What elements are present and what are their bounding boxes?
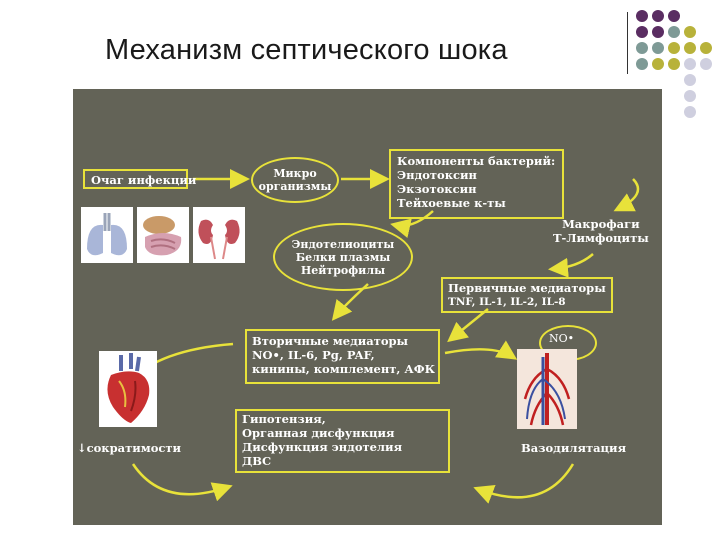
arrow-secondary-to-vessels — [444, 340, 518, 360]
arrow-contractility-to-effects — [131, 463, 233, 502]
decreased-contractility-text: ↓сократимости — [77, 441, 182, 455]
endotoxin-label: Эндотоксин — [397, 168, 477, 182]
lungs-image — [81, 207, 133, 263]
macrophages-label: Макрофаги — [562, 217, 640, 231]
plasma-proteins-label: Белки плазмы — [295, 250, 391, 264]
vasodilation-text: Вазодилятация — [521, 441, 627, 455]
intestines-image — [137, 207, 189, 263]
bacterial-components-title: Компоненты бактерий: — [397, 154, 556, 168]
hypotension-label: Гипотензия, — [242, 412, 326, 426]
secondary-mediators-box: Вторичные медиаторы NO•, IL-6, Pg, PAF, … — [245, 329, 440, 384]
infection-focus-box: Очаг инфекции — [83, 169, 196, 189]
teichoic-acids-label: Тейхоевые к-ты — [397, 196, 506, 210]
microorganisms-line-1: Микро — [273, 167, 317, 180]
primary-mediators-title: Первичные медиаторы — [448, 281, 606, 295]
microorganisms-line-2: организмы — [258, 180, 332, 193]
exotoxin-label: Экзотоксин — [397, 182, 477, 196]
endothelial-dysfunction-label: Дисфункция эндотелия — [242, 440, 403, 454]
title-divider — [627, 12, 628, 74]
arrow-components-to-endothelium — [390, 210, 434, 239]
primary-mediators-box: Первичные медиаторы TNF, IL-1, IL-2, IL-… — [441, 277, 613, 313]
no-label: NO• — [549, 332, 575, 345]
slide-title: Механизм септического шока — [105, 34, 508, 66]
microorganisms-oval: Микро организмы — [251, 157, 339, 203]
diagram-panel: Очаг инфекции Микро организмы Компоненты… — [73, 89, 662, 525]
bacterial-components-box: Компоненты бактерий: Эндотоксин Экзотокс… — [389, 149, 564, 219]
neutrophils-label: Нейтрофилы — [300, 263, 386, 277]
secondary-mediators-list-2: кинины, комплемент, АФК — [252, 362, 436, 376]
primary-mediators-list: TNF, IL-1, IL-2, IL-8 — [448, 296, 566, 308]
endotheliocytes-label: Эндотелиоциты — [291, 237, 395, 251]
effects-box: Гипотензия, Органная дисфункция Дисфункц… — [235, 409, 450, 473]
secondary-mediators-list-1: NO•, IL-6, Pg, PAF, — [252, 348, 375, 362]
heart-image — [99, 351, 157, 427]
kidneys-image — [193, 207, 245, 263]
macrophages-text: Макрофаги Т-Лимфоциты — [553, 217, 649, 245]
arrow-macrophages-to-primary — [548, 253, 594, 278]
arrow-vasodilation-to-effects — [473, 463, 575, 504]
blood-vessels-image — [517, 349, 577, 429]
organ-dysfunction-label: Органная дисфункция — [242, 426, 395, 440]
infection-focus-label: Очаг инфекции — [91, 173, 197, 187]
secondary-mediators-title: Вторичные медиаторы — [252, 334, 409, 348]
arrow-primary-to-secondary — [447, 308, 489, 343]
arrow-components-to-macrophages — [613, 178, 640, 212]
dic-label: ДВС — [242, 454, 272, 468]
endothelium-oval: Эндотелиоциты Белки плазмы Нейтрофилы — [273, 223, 413, 291]
t-lymphocytes-label: Т-Лимфоциты — [553, 231, 649, 245]
